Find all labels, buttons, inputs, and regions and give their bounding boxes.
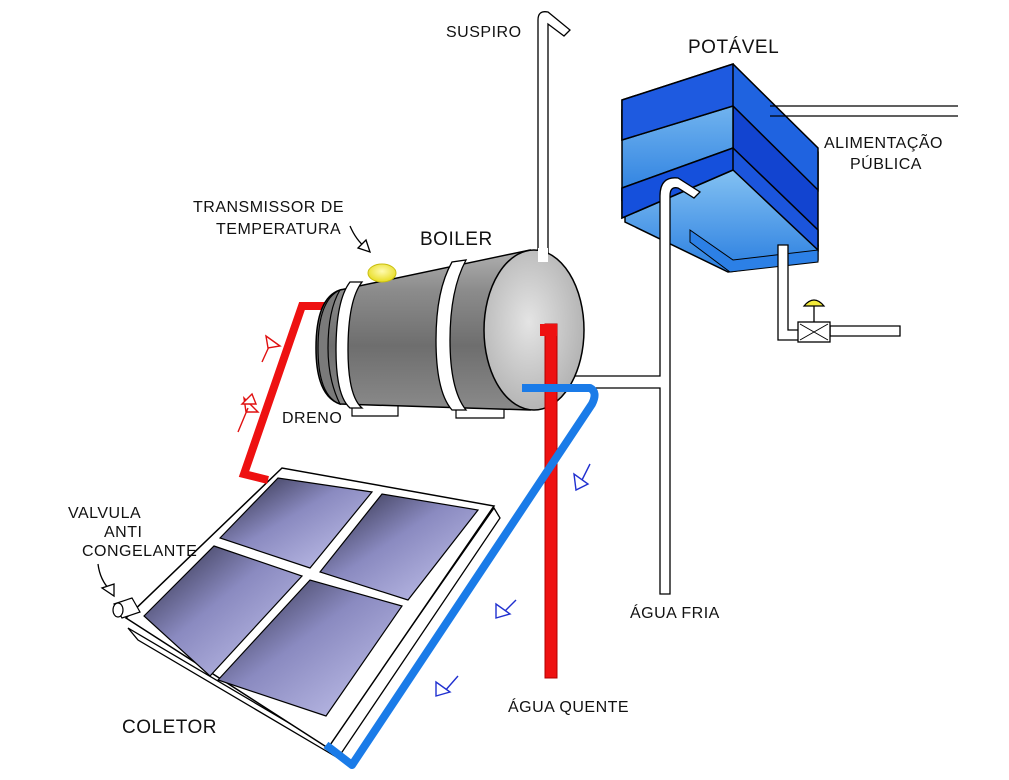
label-suspiro: SUSPIRO	[446, 24, 522, 41]
pointer-arrow-sensor	[349, 225, 372, 254]
flow-arrow-hot	[261, 334, 282, 363]
boiler-tank	[315, 249, 585, 419]
collector-panel-top-left	[218, 477, 374, 569]
collector-panel-bottom-right	[216, 579, 403, 717]
public-supply-pipe	[770, 105, 958, 117]
label-agua-fria: ÁGUA FRIA	[630, 603, 720, 622]
cold-flow-arrows	[435, 463, 591, 697]
label-agua-quente: ÁGUA QUENTE	[508, 697, 629, 716]
label-transmissor-2: TEMPERATURA	[216, 221, 341, 238]
label-transmissor-1: TRANSMISSOR DE	[193, 199, 344, 216]
cold-water-pipe	[564, 177, 901, 595]
label-boiler: BOILER	[420, 229, 493, 250]
pointer-arrow-valve	[97, 563, 115, 598]
label-alimentacao-1: ALIMENTAÇÃO	[824, 132, 943, 152]
temperature-sensor	[367, 263, 397, 283]
collector-panel-bottom-left	[143, 545, 304, 677]
flow-arrow-hot	[237, 392, 260, 433]
label-valvula-2: ANTI	[104, 524, 142, 541]
vent-pipe	[537, 11, 571, 259]
collector-panel-top-right	[318, 493, 480, 601]
solar-collector	[124, 467, 501, 760]
flow-arrow-cold	[573, 463, 591, 492]
supply-valve	[797, 299, 831, 343]
antifreeze-valve	[112, 597, 141, 619]
flow-arrow-cold	[495, 599, 517, 619]
label-coletor: COLETOR	[122, 717, 217, 738]
label-valvula-3: CONGELANTE	[82, 543, 197, 560]
potable-water-tank	[621, 62, 819, 273]
label-potavel: POTÁVEL	[688, 37, 779, 58]
label-alimentacao-2: PÚBLICA	[850, 154, 922, 173]
label-dreno: DRENO	[282, 410, 342, 427]
hot-water-outlet-pipe	[544, 323, 558, 679]
label-valvula-1: VALVULA	[68, 505, 141, 522]
hot-return-pipe	[238, 302, 325, 484]
hot-flow-arrows	[237, 334, 282, 433]
cold-feed-pipe	[323, 384, 599, 769]
flow-arrow-cold	[435, 675, 459, 697]
